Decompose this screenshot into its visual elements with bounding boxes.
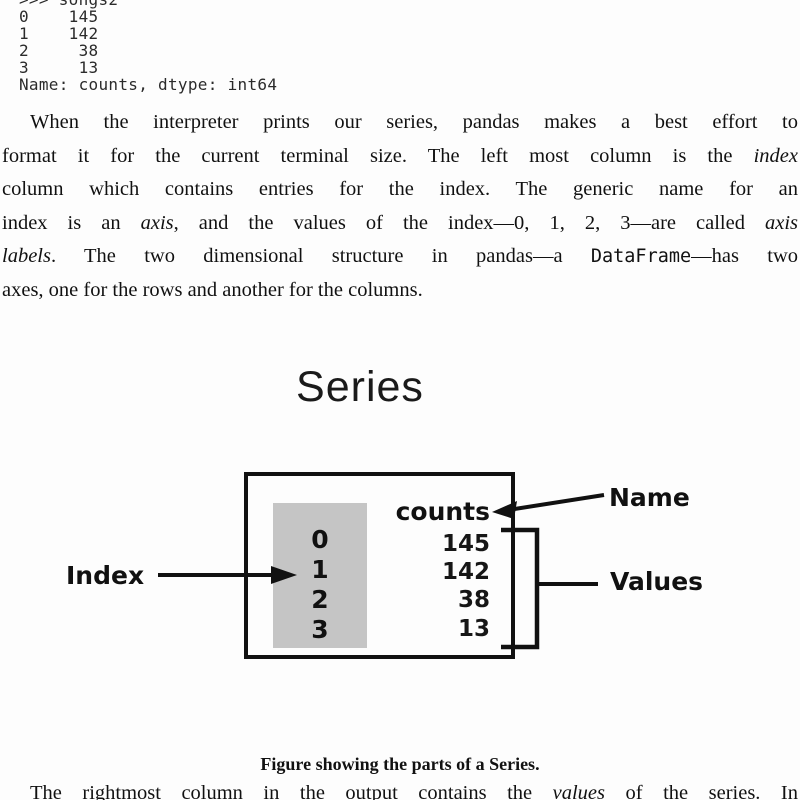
text-line: axes, one for the rows and another for t… — [2, 278, 423, 301]
value-cell: 38 — [457, 587, 490, 613]
paragraph-intro: When the interpreter prints our series, … — [0, 106, 800, 308]
series-name-text: counts — [395, 497, 490, 526]
code-line: 3 13 — [19, 58, 99, 77]
index-label: Index — [66, 561, 145, 590]
index-cell: 1 — [311, 555, 329, 584]
text-line: When the interpreter prints our series, … — [30, 111, 798, 133]
text-line: format it for the current terminal size.… — [2, 144, 798, 167]
values-bracket — [501, 527, 598, 650]
value-cell: 13 — [457, 616, 490, 642]
index-cell: 0 — [311, 525, 329, 554]
figure-title: Series — [296, 363, 424, 411]
index-cell: 3 — [311, 615, 329, 644]
values-label: Values — [610, 567, 704, 596]
text-line: labels. The two dimensional structure in… — [2, 245, 799, 268]
value-cell: 142 — [441, 559, 490, 585]
code-line: 0 145 — [19, 7, 99, 26]
text-line: index is an axis, and the values of the … — [2, 211, 798, 234]
index-cell: 2 — [311, 585, 329, 614]
code-line: 1 142 — [19, 24, 99, 43]
name-label: Name — [609, 483, 690, 512]
code-line: Name: counts, dtype: int64 — [19, 75, 278, 94]
figure-caption: Figure showing the parts of a Series. — [260, 754, 540, 774]
value-cell: 145 — [441, 531, 490, 557]
text-line: column which contains entries for the in… — [2, 178, 798, 201]
code-line: 2 38 — [19, 41, 99, 60]
paragraph-values: The rightmost column in the output conta… — [0, 777, 800, 800]
text-line: The rightmost column in the output conta… — [30, 782, 798, 800]
code-line: >>> songs2 — [19, 0, 277, 8]
